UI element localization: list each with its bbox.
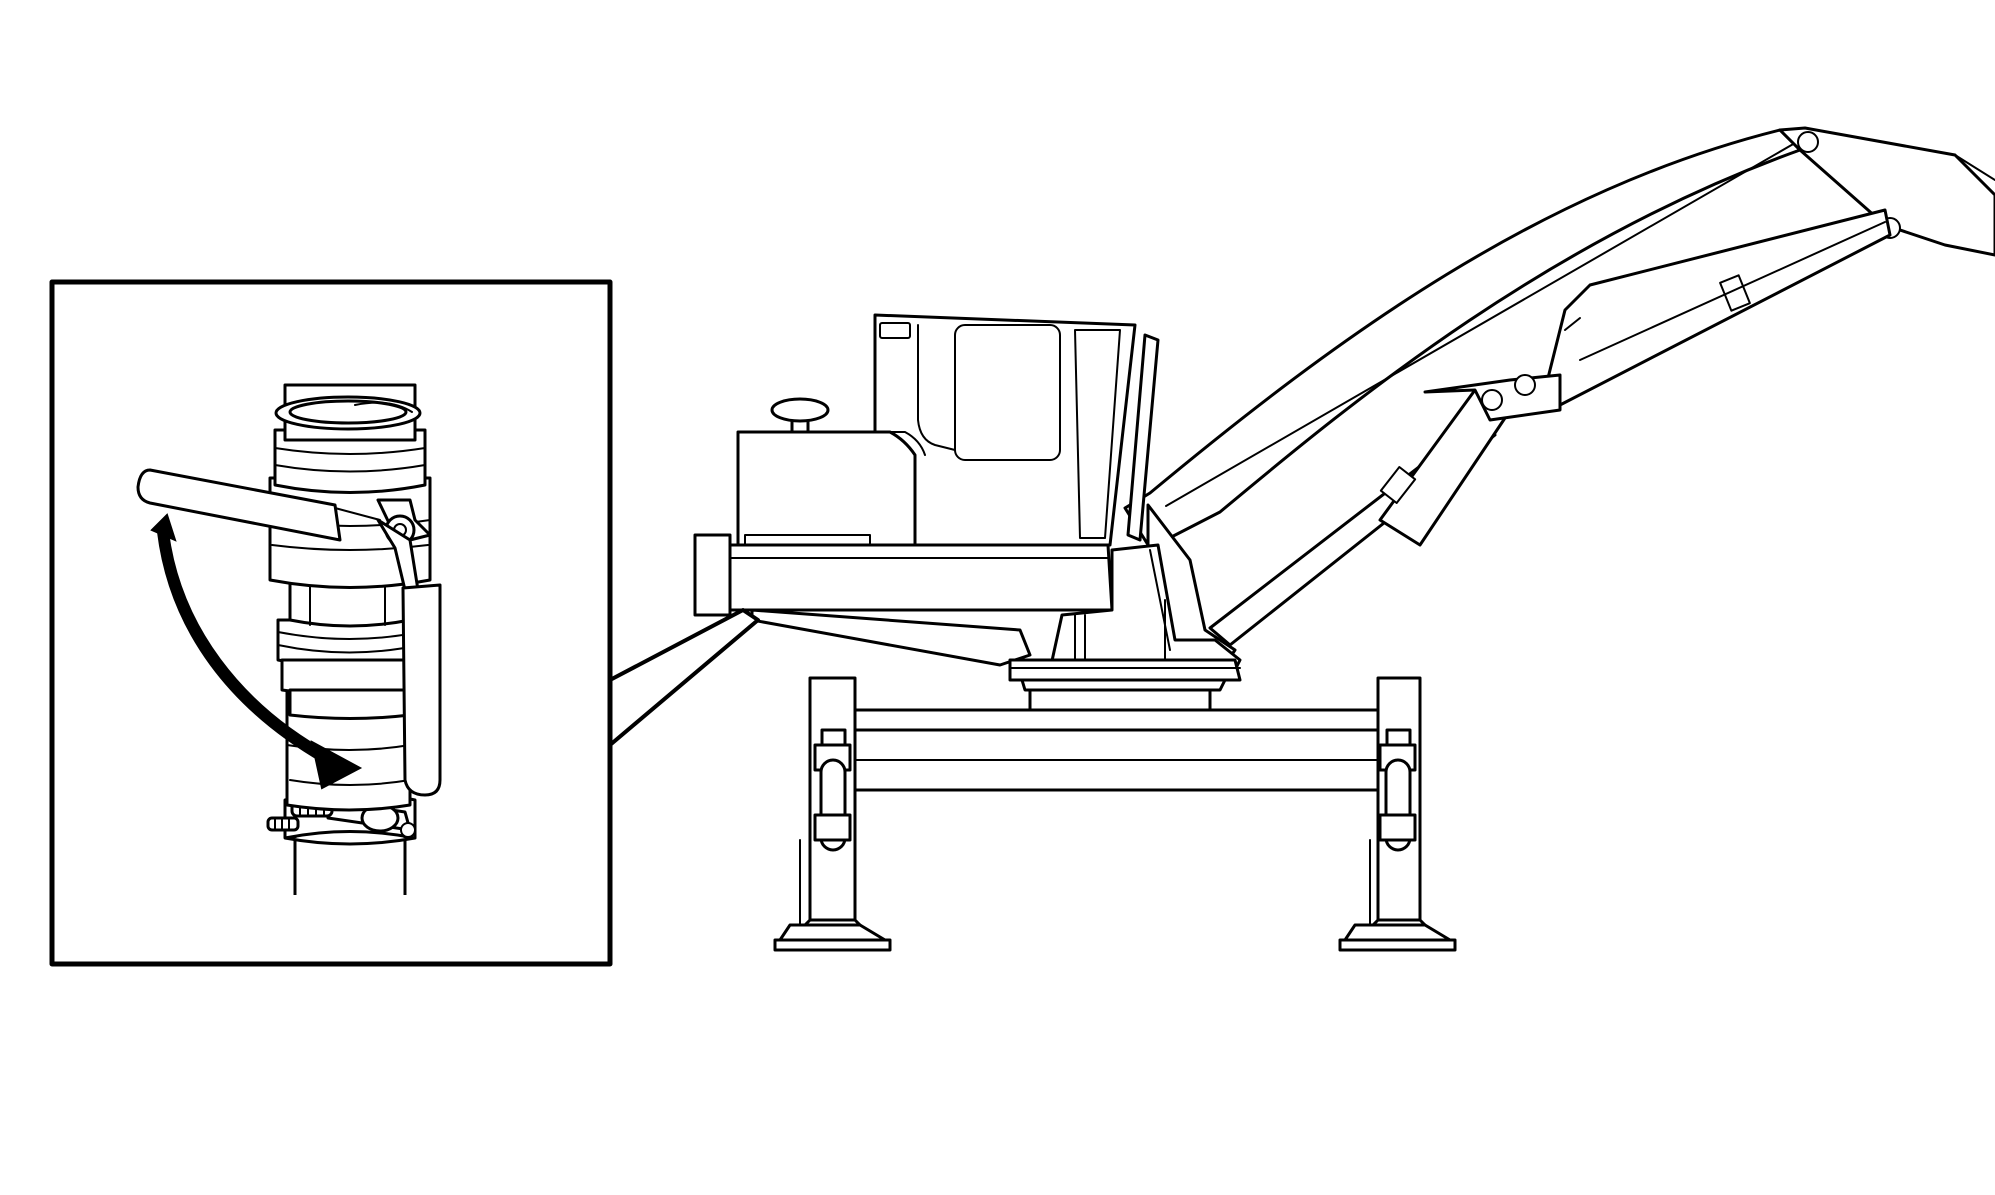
valve-handle-open-position [136,468,342,542]
rotation-arrow [150,513,363,790]
stick [1778,126,1995,257]
cab-front-glass [1126,333,1160,542]
cab-door-window [954,324,1061,461]
boom-cylinder [1208,373,1562,647]
detail-callout [49,279,760,967]
threaded-coupling [276,618,422,720]
cab-light [879,322,911,339]
outrigger-foot-left [773,938,892,952]
machine [693,126,1995,952]
counterweight [693,533,732,617]
outrigger-leg-left [773,676,892,952]
stand-top-beam [848,708,1382,732]
exhaust-cap [770,397,830,423]
upper-frame [693,533,1242,672]
cylinder-rod-pin [1481,389,1503,411]
valve-upper-coupling [273,428,427,494]
rotation-arrow-tail [150,513,177,542]
outrigger-leg-right [1338,676,1457,952]
boom [1123,126,1995,550]
outrigger-stand [773,676,1457,952]
swing-bearing [1008,658,1242,712]
cab [873,313,1160,547]
outrigger-foot-right [1338,938,1457,952]
cylinder-rod-pin-2 [1514,374,1536,396]
rotation-arrow-head [310,740,363,790]
boom-pin [1797,131,1819,153]
valve-handle-closed-position [401,583,442,797]
cab-side-window [1074,329,1121,539]
fuel-drain-valve [136,383,442,895]
